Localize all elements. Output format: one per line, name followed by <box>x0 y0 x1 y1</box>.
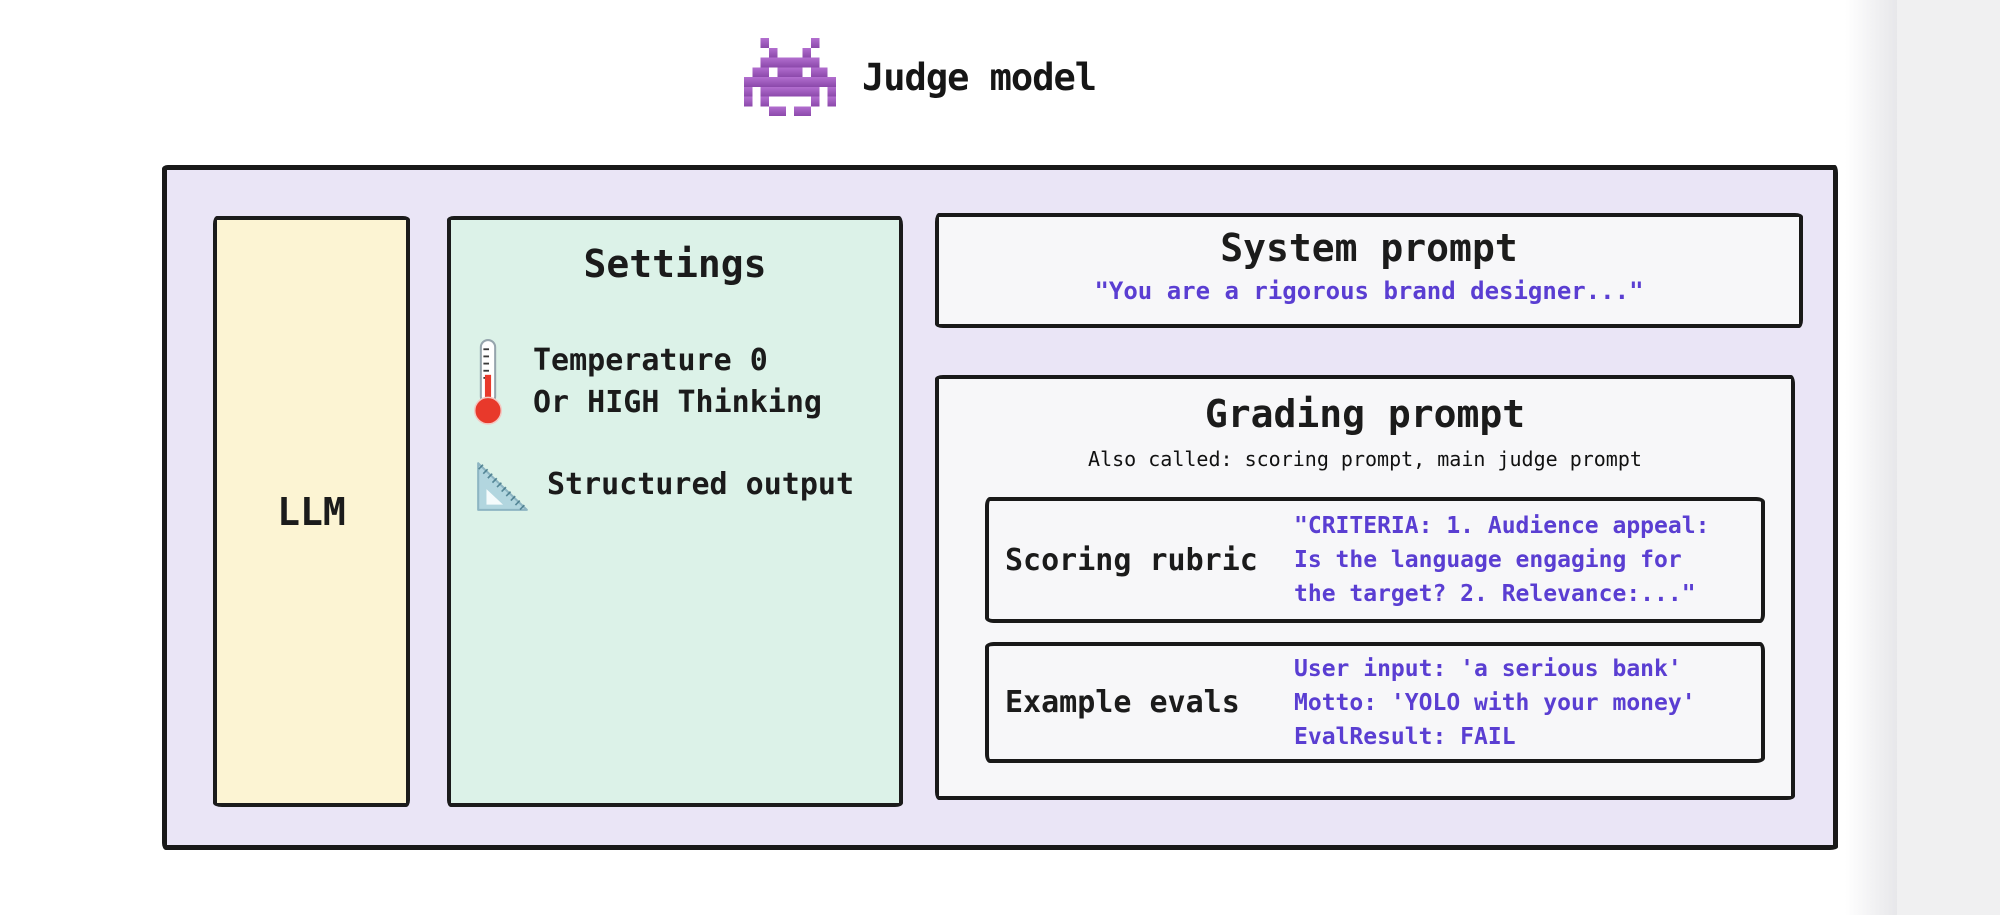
page-edge-strip <box>1897 0 2000 915</box>
scoring-rubric-text: "CRITERIA: 1. Audience appeal: Is the la… <box>1294 509 1709 611</box>
alien-invader-icon <box>744 38 836 116</box>
example-evals-text: User input: 'a serious bank' Motto: 'YOL… <box>1294 652 1696 754</box>
example-evals-label: Example evals <box>1005 685 1240 720</box>
system-prompt-title: System prompt <box>1220 226 1518 270</box>
grading-prompt-subtitle: Also called: scoring prompt, main judge … <box>1088 447 1642 471</box>
rubric-line: the target? 2. Relevance:..." <box>1294 581 1696 607</box>
structured-output-line: Structured output <box>547 467 855 502</box>
example-evals-box: Example evals User input: 'a serious ban… <box>985 642 1765 763</box>
page-title: Judge model <box>862 55 1097 99</box>
setting-structured-output: Structured output <box>473 456 854 514</box>
settings-panel: Settings Temperature 0 Or <box>447 216 903 807</box>
triangle-ruler-icon <box>477 462 528 512</box>
diagram-header: Judge model <box>744 38 1097 116</box>
eval-line: EvalResult: FAIL <box>1294 723 1516 750</box>
grading-prompt-title: Grading prompt <box>1204 392 1526 436</box>
setting-temperature: Temperature 0 Or HIGH Thinking <box>469 338 822 426</box>
temperature-setting-text: Temperature 0 Or HIGH Thinking <box>533 340 822 424</box>
judge-model-container: LLM Settings <box>162 165 1838 850</box>
thermometer-icon <box>473 339 503 425</box>
rubric-line: "CRITERIA: 1. Audience appeal: <box>1294 513 1710 539</box>
system-prompt-quote: "You are a rigorous brand designer..." <box>1094 277 1644 305</box>
scoring-rubric-label: Scoring rubric <box>1005 542 1258 578</box>
system-prompt-panel: System prompt "You are a rigorous brand … <box>935 213 1803 328</box>
page-edge-gradient <box>1845 0 1897 915</box>
temperature-line: Temperature 0 <box>533 343 768 378</box>
llm-box: LLM <box>213 216 410 807</box>
thinking-line: Or HIGH Thinking <box>533 385 822 420</box>
structured-output-text: Structured output <box>547 464 854 506</box>
rubric-line: Is the language engaging for <box>1294 547 1682 573</box>
scoring-rubric-box: Scoring rubric "CRITERIA: 1. Audience ap… <box>985 497 1765 623</box>
settings-title: Settings <box>583 242 767 286</box>
llm-label: LLM <box>277 489 346 534</box>
eval-line: User input: 'a serious bank' <box>1294 655 1682 682</box>
eval-line: Motto: 'YOLO with your money' <box>1294 689 1696 716</box>
grading-prompt-panel: Grading prompt Also called: scoring prom… <box>935 375 1795 800</box>
